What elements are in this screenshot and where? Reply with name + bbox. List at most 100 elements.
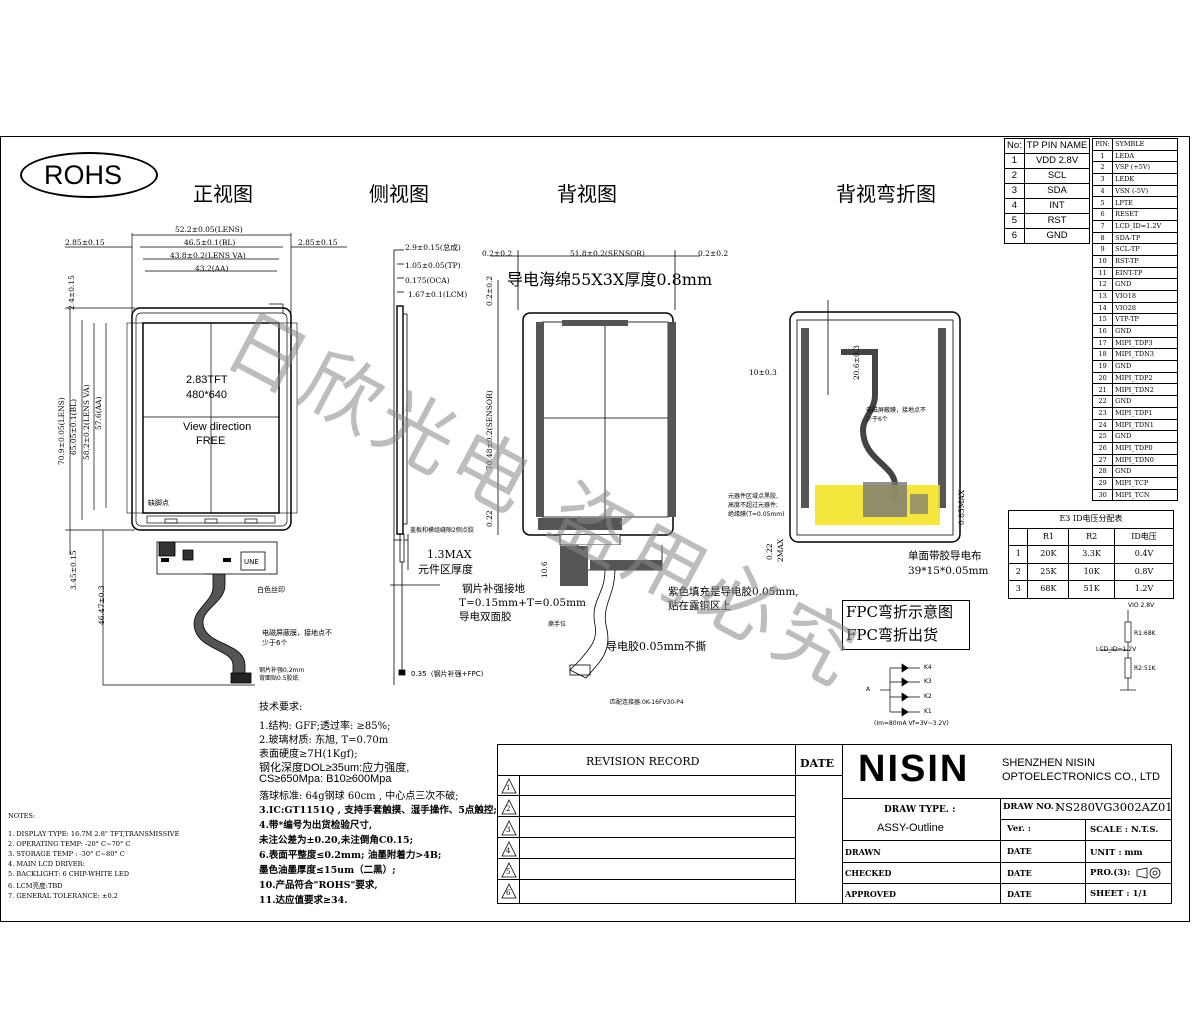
pin-symbol: MIPI_TDP3 (1112, 336, 1178, 350)
pin-symbol: VSP (+5V) (1112, 161, 1178, 175)
front-va-height: 58.2±0.2(LENS VA) (82, 384, 91, 460)
tech-bold-line: 11.达应值要求≥34. (259, 895, 348, 906)
front-bottom-offset: 3.45±0.15 (69, 550, 78, 590)
title-divider (842, 744, 843, 904)
e3-title: E3 ID电压分配表 (1008, 510, 1174, 529)
rev-row (497, 775, 796, 796)
pin-header-no: PIN: (1091, 138, 1114, 151)
brand-logo: NISIN (858, 748, 970, 790)
tech-bold-line: 3.IC:GT1151Q , 支持手套触摸、湿手操作、5点触控; (259, 805, 497, 816)
date-label: DATE (1007, 868, 1032, 878)
note-line: 2. OPERATING TEMP: -20° C~70° C (8, 840, 131, 848)
pin-number: 25 (1091, 430, 1114, 443)
e3-header: ID电压 (1114, 527, 1174, 546)
pin-number: 5 (1091, 196, 1114, 210)
view-title-back: 背视图 (557, 182, 617, 206)
rev-row (497, 796, 796, 817)
e3-cell: 0.4V (1114, 545, 1174, 564)
circuit-k4: K4 (924, 664, 932, 671)
pin-number: 11 (1091, 266, 1114, 280)
front-right-offset: 2.85±0.15 (298, 238, 338, 247)
pin-symbol: MIPI_TCN (1112, 488, 1178, 502)
front-center-text-3: View direction (183, 421, 252, 433)
pin-symbol: VSN (-5V) (1112, 184, 1178, 198)
circuit-k2: K2 (924, 693, 932, 700)
note-line: 6. LCM亮度:TBD (8, 882, 63, 890)
e3-cell: 25K (1027, 562, 1070, 581)
front-shield-note-2: 少于6个 (262, 639, 288, 647)
pin-symbol: MIPI_TCP (1112, 476, 1178, 490)
back-left: 0.2±0.2 (482, 249, 513, 258)
front-aa-width: 43.2(AA) (195, 264, 229, 273)
fold-shield-1: 电磁屏蔽膜，接地点不 (866, 407, 927, 414)
note-line: 5. BACKLIGHT: 6 CHIP-WHITE LED (8, 870, 129, 878)
e3-cell: 3.3K (1068, 545, 1115, 564)
tp-row-no: 6 (1004, 228, 1025, 244)
back-steel-1: 钢片补强接地 (462, 583, 525, 595)
pin-symbol: GND (1112, 278, 1178, 291)
e3-cell: 2 (1007, 562, 1029, 581)
pin-symbol: RST-TP (1112, 254, 1178, 268)
rev-row (497, 817, 796, 838)
tp-row-no: 4 (1004, 198, 1025, 214)
fold-comp-2: 高度不超过元器件; (728, 502, 779, 509)
pin-symbol: GND (1112, 465, 1178, 478)
pin-number: 9 (1091, 243, 1114, 256)
title-row-line (1000, 819, 1172, 820)
pin-symbol: VTP-TP (1112, 313, 1178, 326)
front-fpc-label: UNE (244, 558, 259, 566)
projection-icon (1136, 867, 1161, 879)
pin-number: 24 (1091, 418, 1114, 432)
rohs-logo (20, 152, 158, 198)
side-max: 1.3MAX (427, 548, 472, 561)
pin-number: 14 (1091, 301, 1114, 315)
revision-date-label: DATE (800, 757, 835, 770)
pin-symbol: GND (1112, 430, 1178, 443)
back-view-drawing (490, 250, 700, 679)
title-col-line (1000, 798, 1001, 904)
tp-header-no: No: (1004, 138, 1025, 154)
scale-label: SCALE : N.T.S. (1090, 825, 1159, 835)
fold-fpc-box (842, 600, 970, 650)
title-col-line (1085, 819, 1086, 904)
rev-mark: 4 (506, 847, 511, 855)
tech-bold-line: 10.产品符合"ROHS"要求, (259, 880, 378, 891)
pin-symbol: SDA-TP (1112, 231, 1178, 245)
draw-type-label: DRAW TYPE. : (884, 805, 956, 815)
pin-number: 3 (1091, 173, 1114, 186)
fold-tape-1: 单面带胶导电布 (908, 550, 982, 562)
side-tp: 1.05±0.05(TP) (405, 261, 461, 270)
front-lens-va-width: 43.8±0.2(LENS VA) (170, 251, 246, 260)
side-max-note: 元件区厚度 (418, 563, 473, 576)
title-row-line (842, 862, 1172, 863)
back-purple-1: 紫色填充是导电胶0.05mm, (668, 586, 799, 598)
fold-h3: 0.85MAX (957, 489, 966, 525)
view-title-back-fold: 背视弯折图 (836, 182, 936, 206)
pin-number: 8 (1091, 231, 1114, 245)
front-view-drawing (65, 233, 347, 686)
front-top-offset: 2.4±0.15 (67, 275, 76, 310)
pin-symbol: VIO28 (1112, 301, 1178, 315)
fold-d1: 10±0.3 (749, 368, 777, 377)
draw-no-value: NS280VG3002AZ01 (1055, 800, 1173, 814)
pin-symbol: SCL-TP (1112, 243, 1178, 256)
e3-cell: 10K (1068, 562, 1115, 581)
id-vio: VIO 2.8V (1128, 602, 1155, 609)
tp-row-no: 3 (1004, 183, 1025, 199)
pin-symbol: RESET (1112, 208, 1178, 221)
pin-number: 18 (1091, 348, 1114, 362)
pin-symbol: MIPI_TDP0 (1112, 441, 1178, 455)
rev-row (497, 838, 796, 859)
unit-label: UNIT : mm (1090, 848, 1143, 858)
